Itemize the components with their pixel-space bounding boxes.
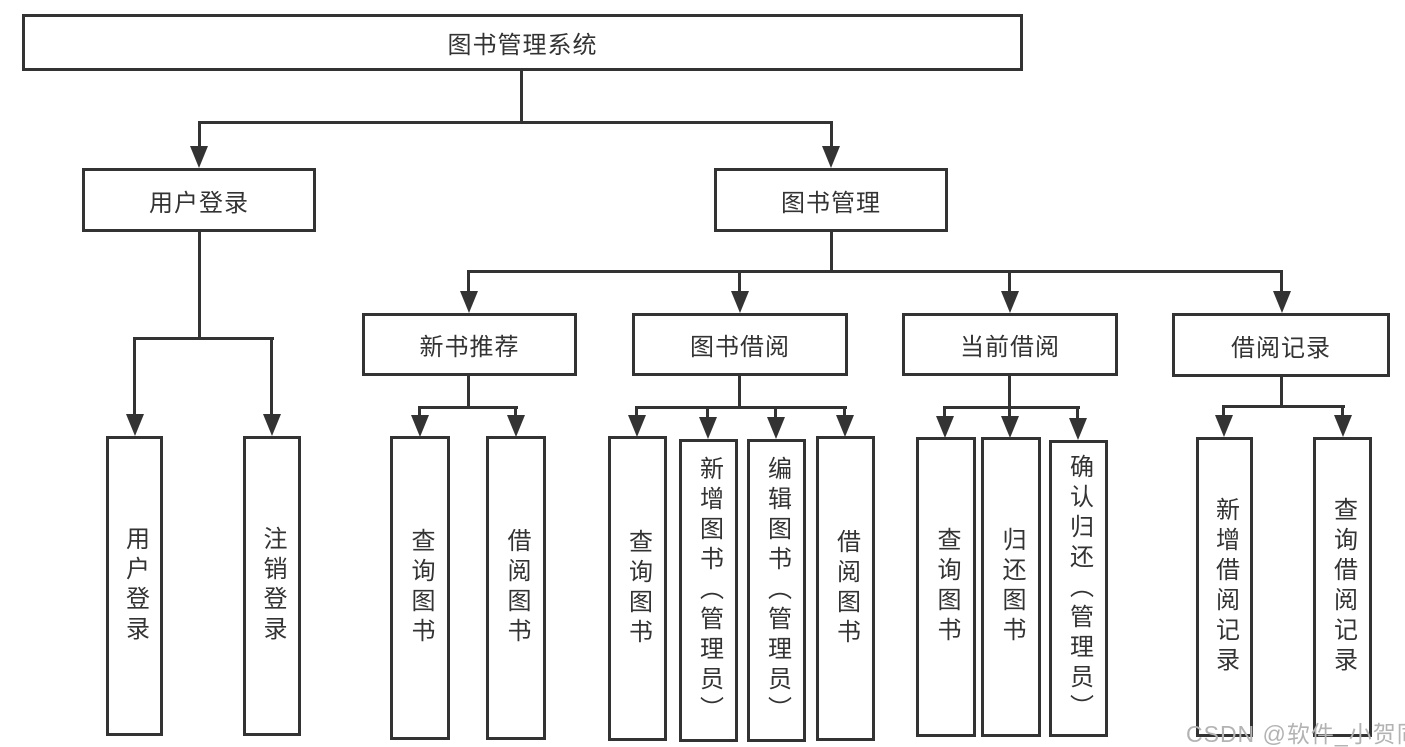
arrow-down-icon xyxy=(936,416,954,438)
leaf-query-books: 查询图书 xyxy=(390,436,450,740)
connector-line xyxy=(738,270,741,293)
connector-line xyxy=(830,121,833,149)
connector-line xyxy=(467,376,470,409)
connector-line xyxy=(943,406,1080,409)
connector-line xyxy=(635,406,847,409)
connector-line xyxy=(1076,406,1079,419)
leaf-label: 查询图书 xyxy=(933,527,960,647)
leaf-label: 查询借阅记录 xyxy=(1329,497,1357,677)
arrow-down-icon xyxy=(731,291,749,313)
csdn-watermark: CSDN @软件_小贺同学 xyxy=(1186,721,1405,747)
leaf-label: 编辑图书（管理员） xyxy=(763,455,791,726)
connector-line xyxy=(706,406,709,419)
arrow-down-icon xyxy=(822,146,840,168)
connector-line xyxy=(514,406,517,418)
leaf-label: 注销登录 xyxy=(259,526,286,646)
connector-line xyxy=(738,376,741,409)
connector-line xyxy=(830,232,833,273)
connector-line xyxy=(1280,270,1283,293)
arrow-down-icon xyxy=(767,417,785,439)
leaf-label: 查询图书 xyxy=(407,528,434,648)
node-label: 图书管理系统 xyxy=(447,32,598,59)
leaf-label: 借阅图书 xyxy=(832,528,860,649)
arrow-down-icon xyxy=(1001,291,1019,313)
connector-line xyxy=(1341,405,1344,418)
arrow-down-icon xyxy=(460,291,478,313)
arrow-down-icon xyxy=(1215,415,1233,437)
node-user-login: 用户登录 xyxy=(82,168,316,232)
leaf-query-books: 查询图书 xyxy=(916,437,976,737)
leaf-label: 确认归还（管理员） xyxy=(1065,453,1093,724)
leaf-label: 用户登录 xyxy=(121,526,149,646)
leaf-query-books: 查询图书 xyxy=(608,436,667,741)
node-label: 当前借阅 xyxy=(960,334,1060,361)
arrow-down-icon xyxy=(1001,416,1019,438)
arrow-down-icon xyxy=(1273,291,1291,313)
connector-line xyxy=(1280,376,1283,408)
connector-line xyxy=(198,121,832,124)
leaf-borrow-books: 借阅图书 xyxy=(816,436,875,741)
leaf-label: 查询图书 xyxy=(624,528,652,649)
connector-line xyxy=(467,270,470,293)
leaf-logout: 注销登录 xyxy=(243,436,301,736)
connector-line xyxy=(1008,406,1011,418)
connector-line xyxy=(1008,270,1011,293)
connector-line xyxy=(635,406,638,418)
node-label: 图书借阅 xyxy=(690,334,790,361)
connector-line xyxy=(198,232,201,340)
connector-line xyxy=(1222,405,1225,418)
node-book-management: 图书管理 xyxy=(714,168,948,232)
connector-line xyxy=(943,406,946,418)
connector-line xyxy=(467,270,1283,273)
arrow-down-icon xyxy=(190,146,208,168)
leaf-return-books: 归还图书 xyxy=(981,437,1041,737)
leaf-edit-books-admin: 编辑图书（管理员） xyxy=(747,439,806,742)
arrow-down-icon xyxy=(836,415,854,437)
arrow-down-icon xyxy=(126,414,144,436)
arrow-down-icon xyxy=(628,415,646,437)
node-label: 借阅记录 xyxy=(1231,334,1331,362)
arrow-down-icon xyxy=(507,415,525,437)
connector-line xyxy=(774,406,777,419)
leaf-query-borrow-record: 查询借阅记录 xyxy=(1313,437,1372,737)
arrow-down-icon xyxy=(411,415,429,437)
arrow-down-icon xyxy=(263,414,281,436)
leaf-add-borrow-record: 新增借阅记录 xyxy=(1196,437,1253,737)
connector-line xyxy=(418,406,518,409)
node-new-book-recommendation: 新书推荐 xyxy=(362,313,577,376)
leaf-label: 归还图书 xyxy=(998,527,1025,647)
node-label: 用户登录 xyxy=(149,189,249,217)
arrow-down-icon xyxy=(699,417,717,439)
node-borrowing-records: 借阅记录 xyxy=(1172,313,1390,377)
connector-line xyxy=(270,337,273,415)
connector-line xyxy=(1008,376,1011,409)
connector-line xyxy=(418,406,421,418)
leaf-user-login: 用户登录 xyxy=(106,436,163,736)
connector-line xyxy=(198,121,201,149)
arrow-down-icon xyxy=(1334,415,1352,437)
leaf-label: 借阅图书 xyxy=(503,528,530,648)
node-label: 新书推荐 xyxy=(419,334,520,361)
connector-line xyxy=(843,406,846,418)
leaf-confirm-return-admin: 确认归还（管理员） xyxy=(1049,440,1108,737)
node-label: 图书管理 xyxy=(781,189,881,217)
leaf-label: 新增图书（管理员） xyxy=(695,455,723,726)
leaf-borrow-books: 借阅图书 xyxy=(486,436,546,740)
connector-line xyxy=(520,70,523,124)
node-book-borrowing: 图书借阅 xyxy=(632,313,848,376)
connector-line xyxy=(133,337,274,340)
node-root-library-management-system: 图书管理系统 xyxy=(22,14,1023,71)
leaf-add-books-admin: 新增图书（管理员） xyxy=(679,439,738,742)
leaf-label: 新增借阅记录 xyxy=(1211,497,1239,677)
node-current-borrowing: 当前借阅 xyxy=(902,313,1118,376)
connector-line xyxy=(133,337,136,415)
connector-line xyxy=(1222,405,1345,408)
arrow-down-icon xyxy=(1069,418,1087,440)
